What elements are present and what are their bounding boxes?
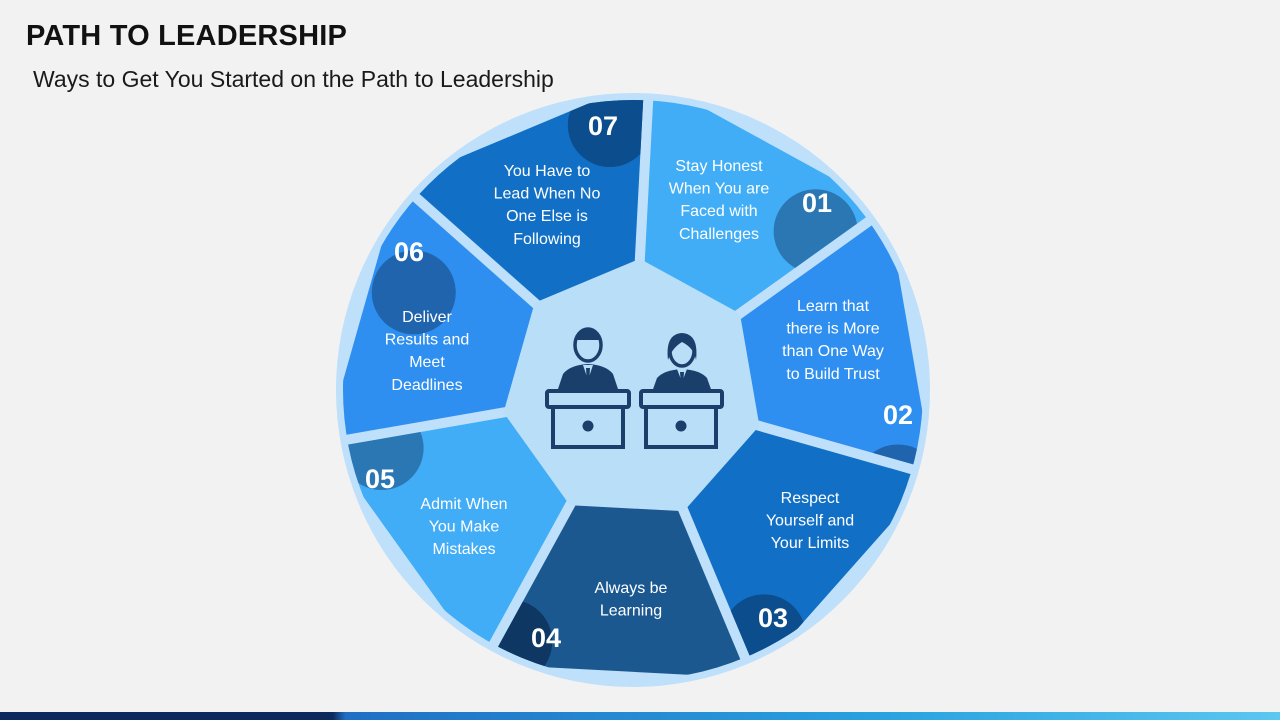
segment-number-04: 04 [531, 623, 561, 653]
segment-number-01: 01 [802, 188, 832, 218]
segment-number-05: 05 [365, 464, 395, 494]
slide-subtitle: Ways to Get You Started on the Path to L… [33, 66, 554, 92]
segment-number-02: 02 [883, 400, 913, 430]
segment-04 [488, 505, 749, 678]
segment-02 [740, 213, 923, 470]
slide-title: PATH TO LEADERSHIP [26, 20, 348, 52]
number-badge-06 [371, 250, 456, 335]
segment-number-03: 03 [758, 603, 788, 633]
segment-number-06: 06 [394, 237, 424, 267]
leaders-at-podiums-icon [545, 327, 724, 449]
segment-01 [644, 100, 883, 311]
number-badge-07 [567, 100, 645, 168]
footer-bar [0, 712, 1280, 720]
female-leader-icon [652, 333, 712, 392]
male-leader-icon [557, 327, 619, 392]
segment-number-07: 07 [588, 111, 618, 141]
